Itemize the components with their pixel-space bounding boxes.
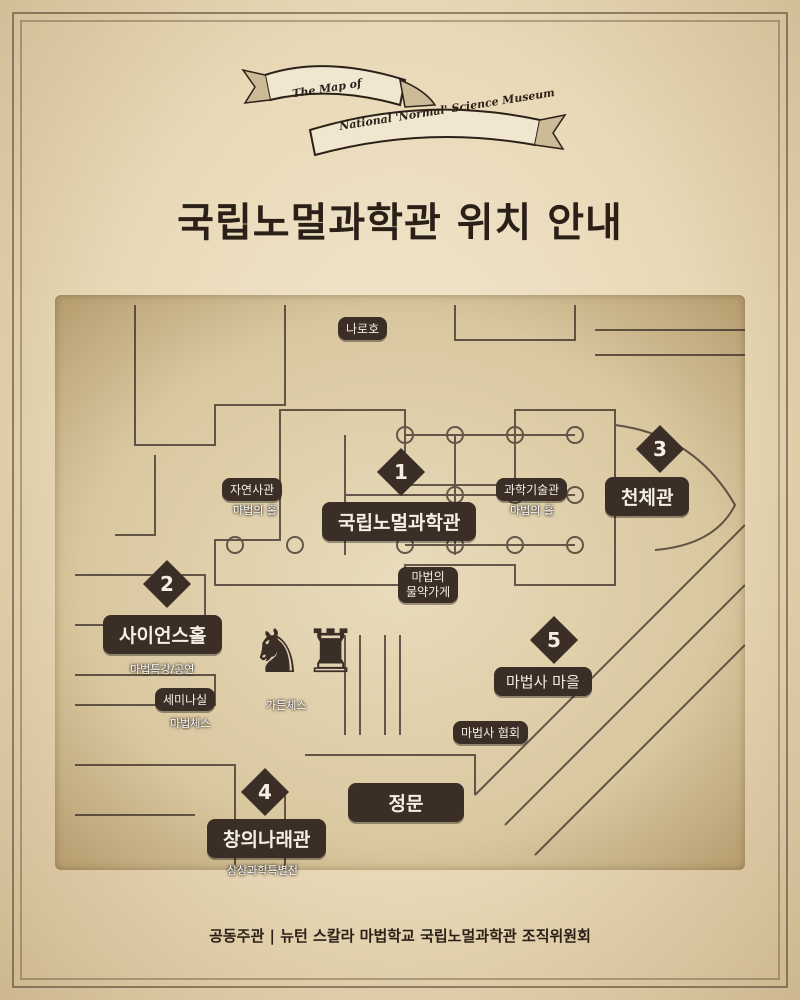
page-title: 국립노멀과학관 위치 안내: [177, 200, 623, 246]
place-tech-hall[interactable]: 과학기술관: [496, 478, 568, 501]
outer-frame: [12, 12, 788, 988]
chess-pieces-icon: ♞♜: [250, 617, 358, 687]
place-seminar[interactable]: 세미나실: [155, 688, 216, 711]
seminar-sub: 마법체스: [170, 717, 211, 730]
changui-hall-sub: 상상과학특별전: [227, 864, 298, 877]
place-nature-hall[interactable]: 자연사관: [222, 478, 283, 501]
ribbon-banner: [241, 65, 567, 157]
place-naroho[interactable]: 나로호: [338, 317, 388, 340]
footer-organizers: 공동주관 | 뉴턴 스칼라 마법학교 국립노멀과학관 조직위원회: [209, 927, 591, 945]
science-hall-sub: 마법특강/공연: [130, 663, 195, 676]
place-astronomy-hall[interactable]: 천체관: [605, 477, 690, 516]
place-main-gate[interactable]: 정문: [348, 783, 464, 822]
place-changui-hall[interactable]: 창의나래관: [207, 819, 327, 858]
nature-hall-sub: 마법의 홀: [233, 504, 277, 517]
place-science-hall[interactable]: 사이언스홀: [103, 615, 223, 654]
place-wizard-association[interactable]: 마법사 협회: [453, 721, 529, 744]
inner-frame: [20, 20, 780, 980]
tech-hall-sub: 마법의 홀: [510, 504, 554, 517]
place-magic-store[interactable]: 마법의 물약가게: [398, 567, 459, 603]
place-wizard-village[interactable]: 마법사 마을: [494, 667, 592, 696]
place-national-museum[interactable]: 국립노멀과학관: [322, 502, 477, 541]
road-network: [75, 305, 745, 870]
garden-chess-label: 가든체스: [266, 699, 307, 712]
